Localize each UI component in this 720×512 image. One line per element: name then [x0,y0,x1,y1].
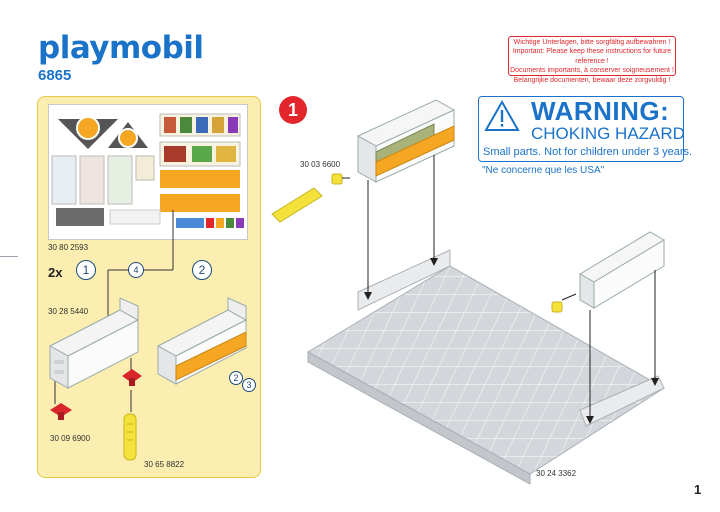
set-number: 6865 [38,67,72,84]
shelf-unit-assembly-1 [48,297,140,389]
manual-code: 30 80 2593 [48,243,89,252]
notice-line-en: Important: Please keep these instruction… [512,48,672,65]
notice-line-de: Wichtige Unterlagen, bitte sorgfältig au… [513,39,671,46]
notice-line-fr: Documents importants, à conserver soigne… [510,67,674,75]
counter-part-number: 30 03 6600 [300,160,341,169]
part-ref-4-marker: 4 [128,262,144,278]
yellow-connector-1 [331,173,343,185]
keep-documents-notice: Wichtige Unterlagen, bitte sorgfältig au… [508,36,676,84]
page-number: 1 [694,482,702,497]
substep-2-marker: 2 [192,260,212,280]
substep-3-marker: 3 [242,378,256,392]
page-edge-mark [0,256,18,257]
yellow-rail-part [271,187,323,223]
brand-logo: playmobil [38,30,204,66]
warning-usa-note: "Ne concerne que les USA" [482,165,605,176]
main-step-number: 1 [279,96,307,124]
floor-base-part [307,249,665,485]
choking-warning-box [478,96,684,162]
shelf-unit-assembly-2 [156,297,248,385]
red-stand-part-2 [122,369,142,386]
side-counter-part [579,231,665,309]
yellow-clip-part [123,413,137,461]
substep-1-marker: 1 [76,260,96,280]
repeat-label: 2x [48,265,63,280]
sticker-sheet-drawing [51,113,244,228]
display-counter-part [356,99,456,183]
warning-small-parts: Small parts. Not for children under 3 ye… [483,146,693,158]
warning-triangle-icon [484,99,520,131]
clip-part-number: 30 65 8822 [144,460,185,469]
stand-part-number: 30 09 6900 [50,434,91,443]
base-part-number: 30 24 3362 [536,469,577,478]
yellow-connector-2 [551,301,563,313]
red-stand-part-1 [50,403,72,420]
part-ref-2-marker: 2 [229,371,243,385]
shelf-part-number: 30 28 5440 [48,307,89,316]
warning-subtitle: CHOKING HAZARD [531,124,685,143]
warning-title: WARNING: [531,96,670,126]
notice-line-nl: Belangrijke documenten, bewaar deze zorg… [513,76,671,84]
